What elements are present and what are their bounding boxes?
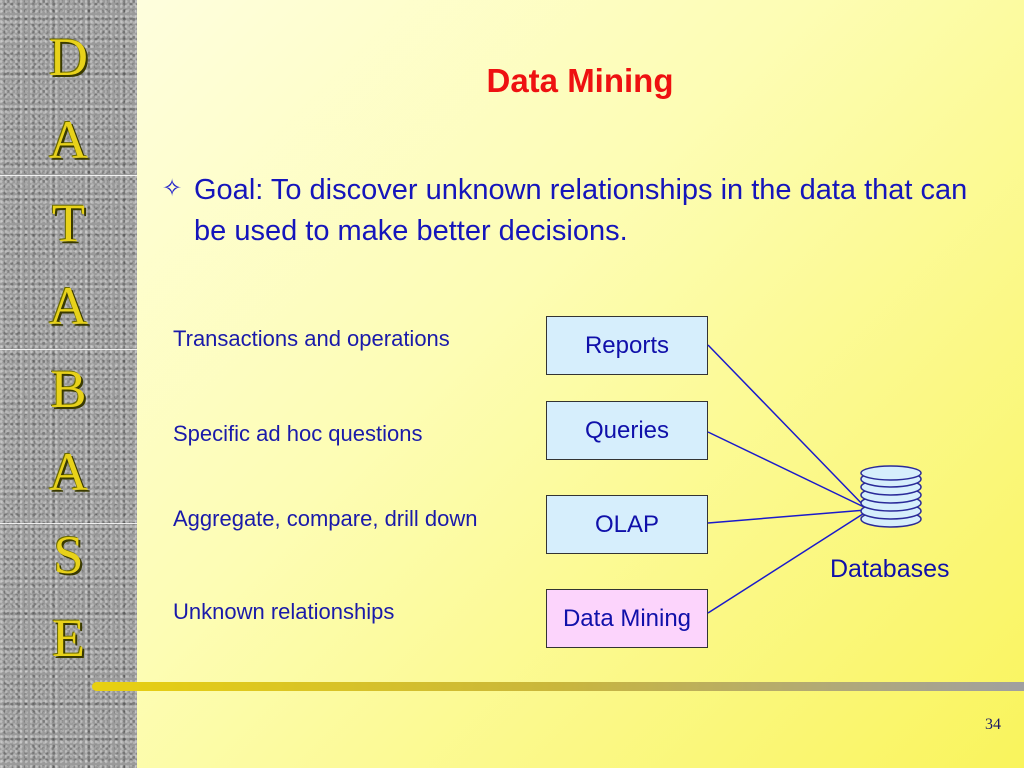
connector-line (707, 511, 867, 614)
sidebar-letter: S (53, 525, 84, 585)
sidebar: D A T A B A S E (0, 0, 137, 768)
row-label-transactions: Transactions and operations (173, 326, 450, 351)
connector-line (707, 344, 867, 509)
sidebar-divider (0, 349, 137, 350)
bottom-divider-bar (92, 682, 1024, 691)
sidebar-letter: T (52, 193, 85, 253)
reports-box: Reports (546, 316, 708, 375)
queries-box: Queries (546, 401, 708, 460)
databases-label: Databases (830, 555, 950, 583)
page-number: 34 (985, 716, 1001, 733)
sidebar-letter: A (49, 110, 88, 170)
sidebar-letter: A (49, 276, 88, 336)
star-bullet-icon: ✧ (162, 175, 183, 202)
data-mining-box: Data Mining (546, 589, 708, 648)
sidebar-divider (0, 175, 137, 176)
slide-title: Data Mining (486, 62, 674, 99)
sidebar-divider (0, 523, 137, 524)
connector-line (707, 431, 867, 509)
olap-box: OLAP (546, 495, 708, 554)
connector-line (707, 509, 867, 524)
row-label-adhoc: Specific ad hoc questions (173, 421, 423, 446)
sidebar-letter: A (49, 442, 88, 502)
database-icon (860, 465, 922, 528)
sidebar-letter: D (49, 27, 88, 87)
row-label-aggregate: Aggregate, compare, drill down (173, 506, 478, 531)
row-label-unknown: Unknown relationships (173, 599, 395, 624)
goal-text: Goal: To discover unknown relationships … (194, 174, 968, 247)
sidebar-letter: B (50, 359, 87, 419)
sidebar-letter: E (52, 608, 85, 668)
